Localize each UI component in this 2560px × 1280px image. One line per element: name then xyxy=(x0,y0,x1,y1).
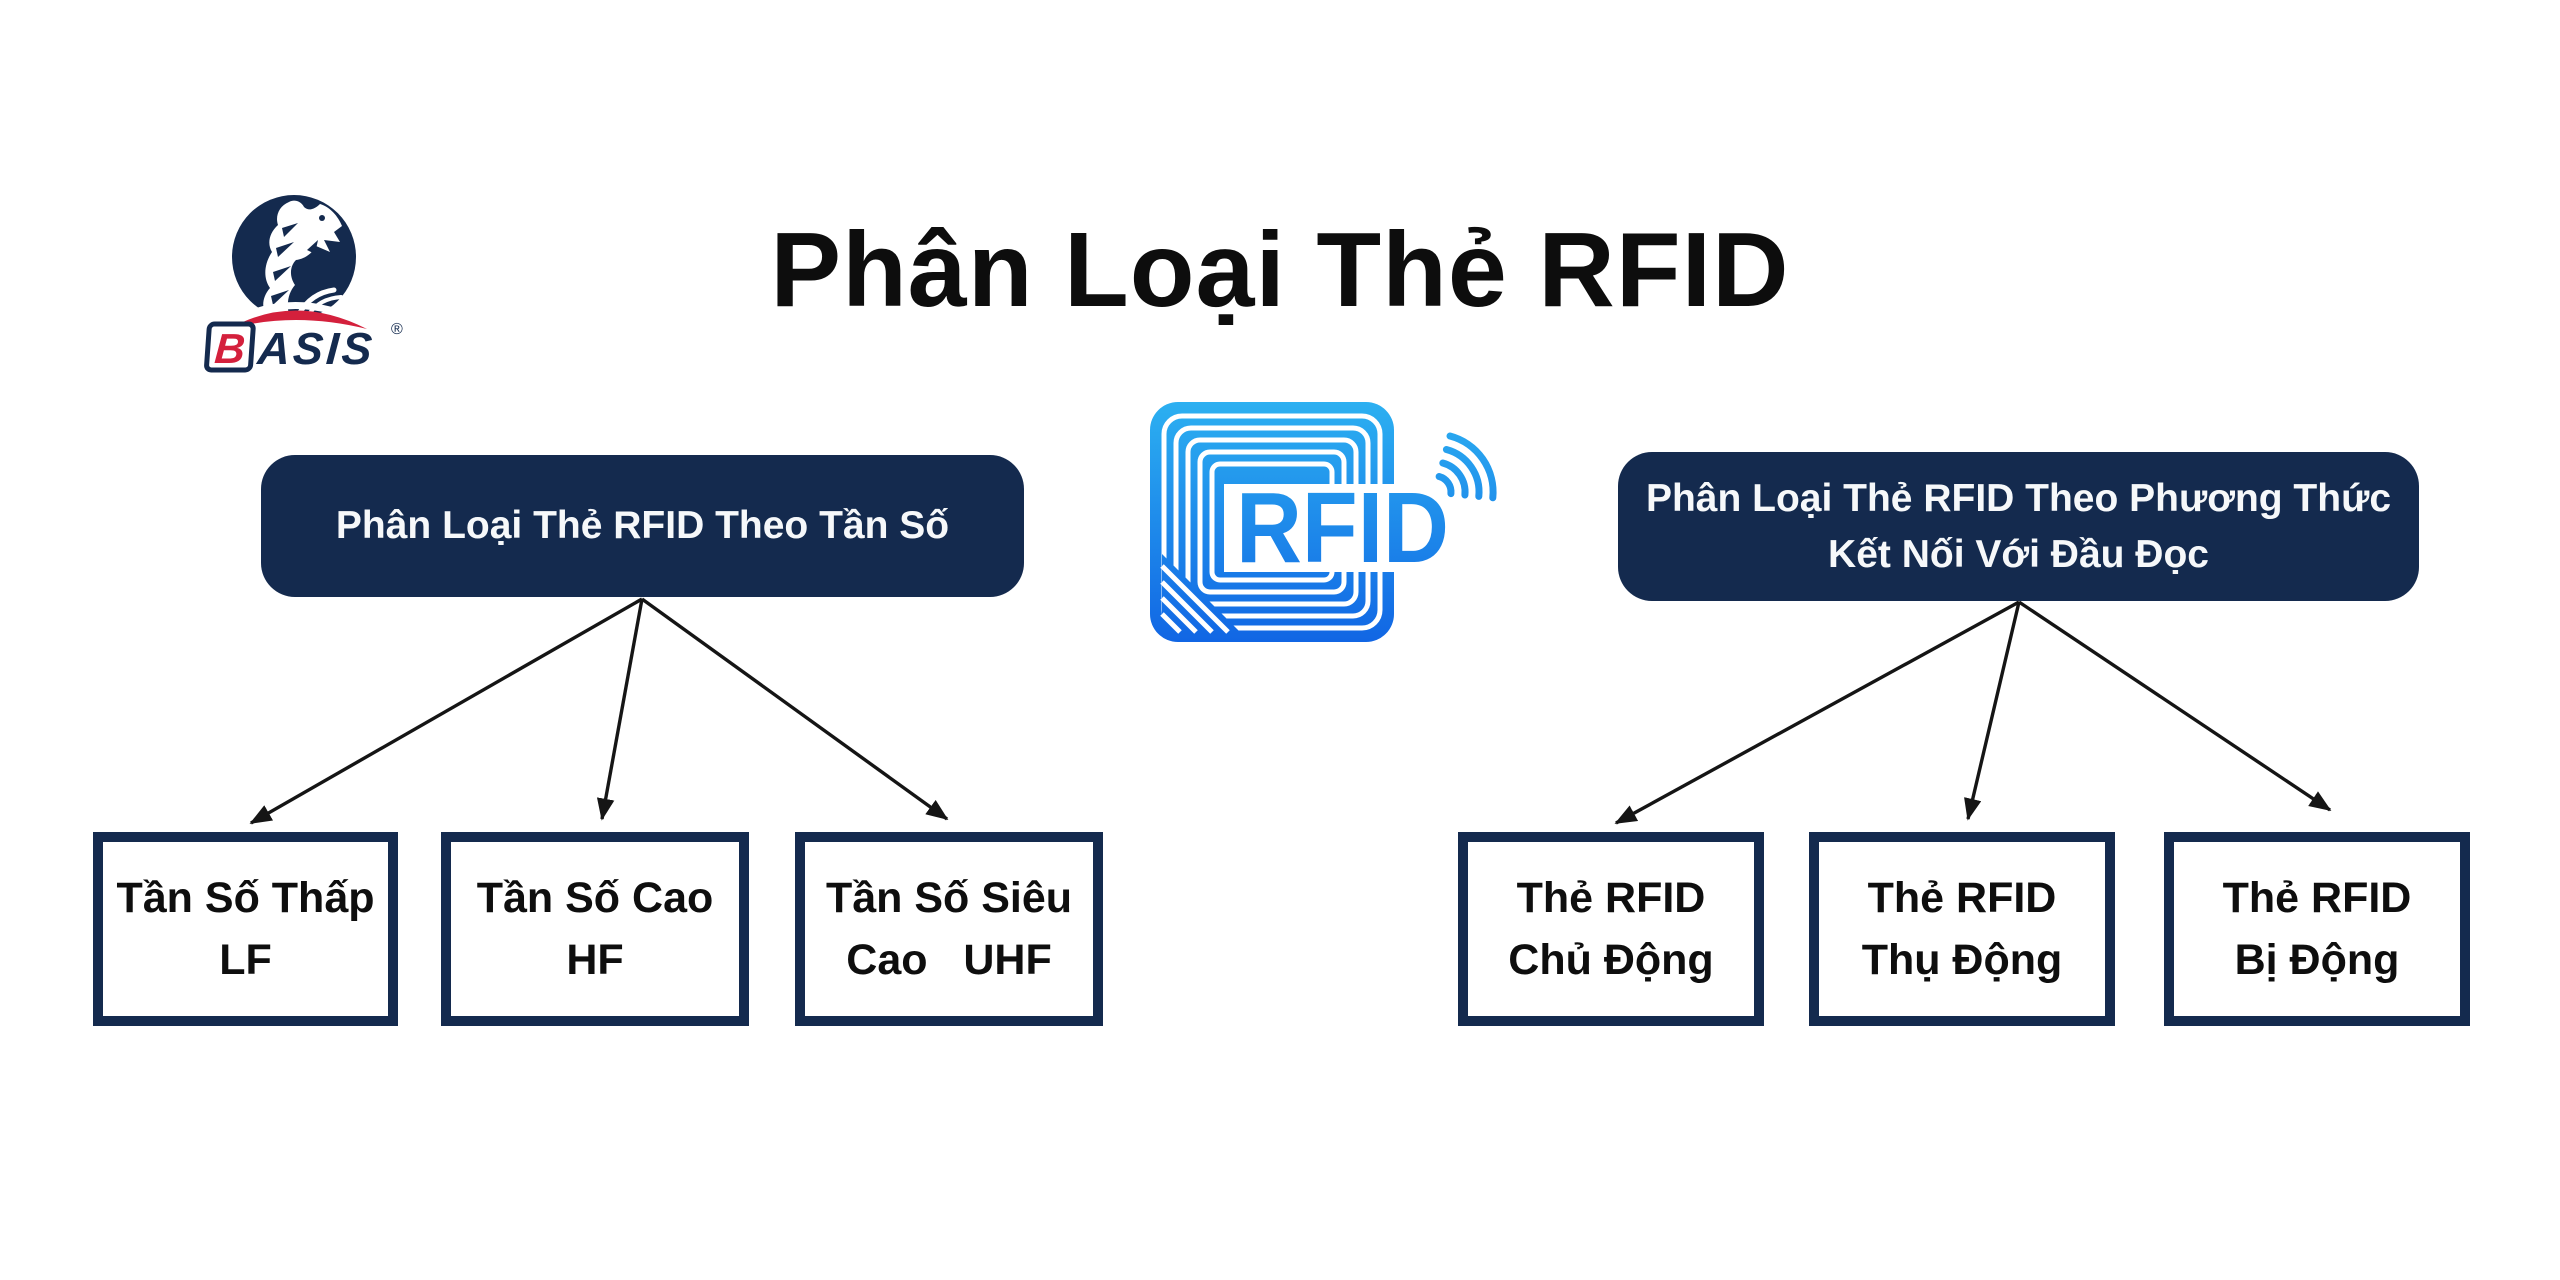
rfid-label: RFID xyxy=(1236,472,1449,584)
category-box-hf-line2: HF xyxy=(566,936,624,984)
category-box-active-line2: Chủ Động xyxy=(1508,936,1714,984)
frequency-branch-header-label: Phân Loại Thẻ RFID Theo Tần Số xyxy=(335,504,950,548)
category-box-passive-line2: Thụ Động xyxy=(1861,936,2063,984)
connection-branch-header-line2: Kết Nối Với Đầu Đọc xyxy=(1828,532,2209,576)
logo-letters-asis: ASIS xyxy=(255,323,377,374)
label-band xyxy=(1224,484,1466,572)
category-box-active-line1: Thẻ RFID xyxy=(1516,873,1706,922)
frequency-branch-header: Phân Loại Thẻ RFID Theo Tần Số xyxy=(261,455,1024,597)
logo-letter-b: B xyxy=(213,325,247,372)
category-box-lf-line2: LF xyxy=(219,936,272,984)
arrow-freq-hf xyxy=(596,598,644,821)
logo-separator-arc xyxy=(226,302,368,328)
arrow-conn-passive xyxy=(1964,601,2021,821)
category-box-lf: Tần Số Thấp LF xyxy=(93,832,398,1026)
rfid-tag-graphic: RFID xyxy=(1150,402,1497,642)
category-box-passive-tag: Thẻ RFID Thụ Động xyxy=(1809,832,2115,1026)
category-box-lf-line1: Tần Số Thấp xyxy=(116,873,375,922)
arrow-freq-uhf xyxy=(641,597,949,821)
category-box-semipassive-tag: Thẻ RFID Bị Động xyxy=(2164,832,2470,1026)
basis-logo: B ASIS ® xyxy=(203,188,408,380)
arrow-freq-lf xyxy=(249,597,643,825)
category-box-hf-line1: Tần Số Cao xyxy=(476,873,714,922)
arrow-conn-semi xyxy=(2018,600,2332,812)
category-box-uhf-line2: Cao UHF xyxy=(846,936,1052,984)
category-box-hf: Tần Số Cao HF xyxy=(441,832,749,1026)
arrow-conn-active xyxy=(1614,600,2020,825)
coil-corner xyxy=(1160,554,1240,634)
logo-red-crescent xyxy=(229,310,367,329)
category-box-passive-line1: Thẻ RFID xyxy=(1867,873,2057,922)
category-box-semipassive-line2: Bị Động xyxy=(2234,936,2400,984)
page-title: Phân Loại Thẻ RFID xyxy=(770,211,1790,329)
connection-branch-header-line1: Phân Loại Thẻ RFID Theo Phương Thức xyxy=(1645,477,2392,521)
category-box-uhf: Tần Số Siêu Cao UHF xyxy=(795,832,1103,1026)
registered-trademark-icon: ® xyxy=(391,321,403,338)
basis-logo-graphic: B ASIS ® xyxy=(204,195,403,374)
category-box-semipassive-line1: Thẻ RFID xyxy=(2222,873,2412,922)
rfid-tag-icon: RFID xyxy=(1140,392,1502,656)
category-box-uhf-line1: Tần Số Siêu xyxy=(825,873,1073,922)
logo-wordmark: B ASIS xyxy=(204,321,377,374)
category-box-active-tag: Thẻ RFID Chủ Động xyxy=(1458,832,1764,1026)
connection-branch-header: Phân Loại Thẻ RFID Theo Phương Thức Kết … xyxy=(1618,452,2419,601)
signal-waves-icon xyxy=(1435,432,1497,502)
